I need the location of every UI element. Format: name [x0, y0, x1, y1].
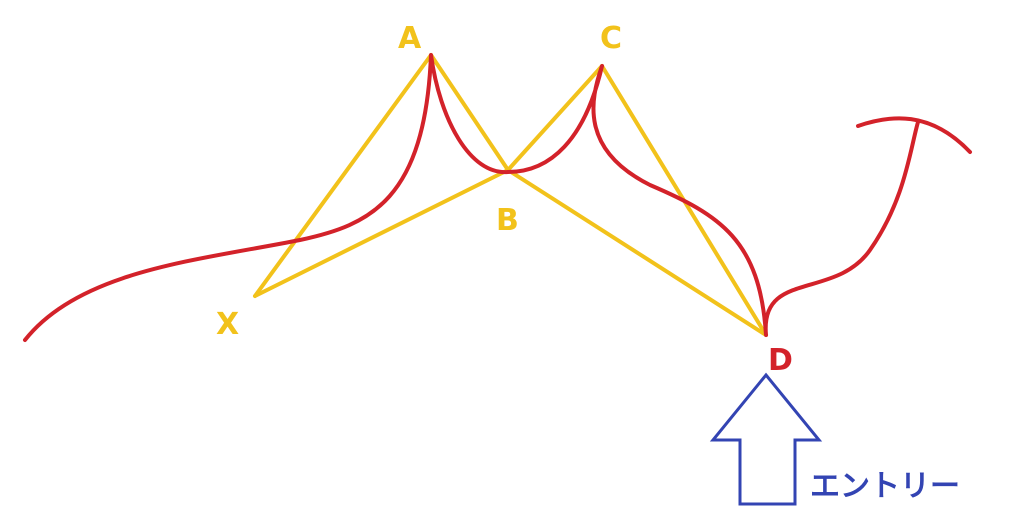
price-path [23, 53, 972, 342]
line-a-b [429, 53, 510, 172]
point-label-x: X [216, 307, 239, 342]
point-label-c: C [600, 21, 622, 56]
point-label-a: A [398, 21, 422, 56]
line-b-d [506, 168, 768, 337]
line-x-a [253, 53, 433, 298]
entry-label: エントリー [810, 469, 960, 504]
entry-arrow-icon [709, 372, 823, 506]
point-label-b: B [496, 203, 519, 238]
point-label-d: D [768, 343, 793, 378]
pattern-lines [253, 53, 768, 337]
line-b-c [506, 64, 604, 172]
line-x-b [253, 168, 510, 298]
